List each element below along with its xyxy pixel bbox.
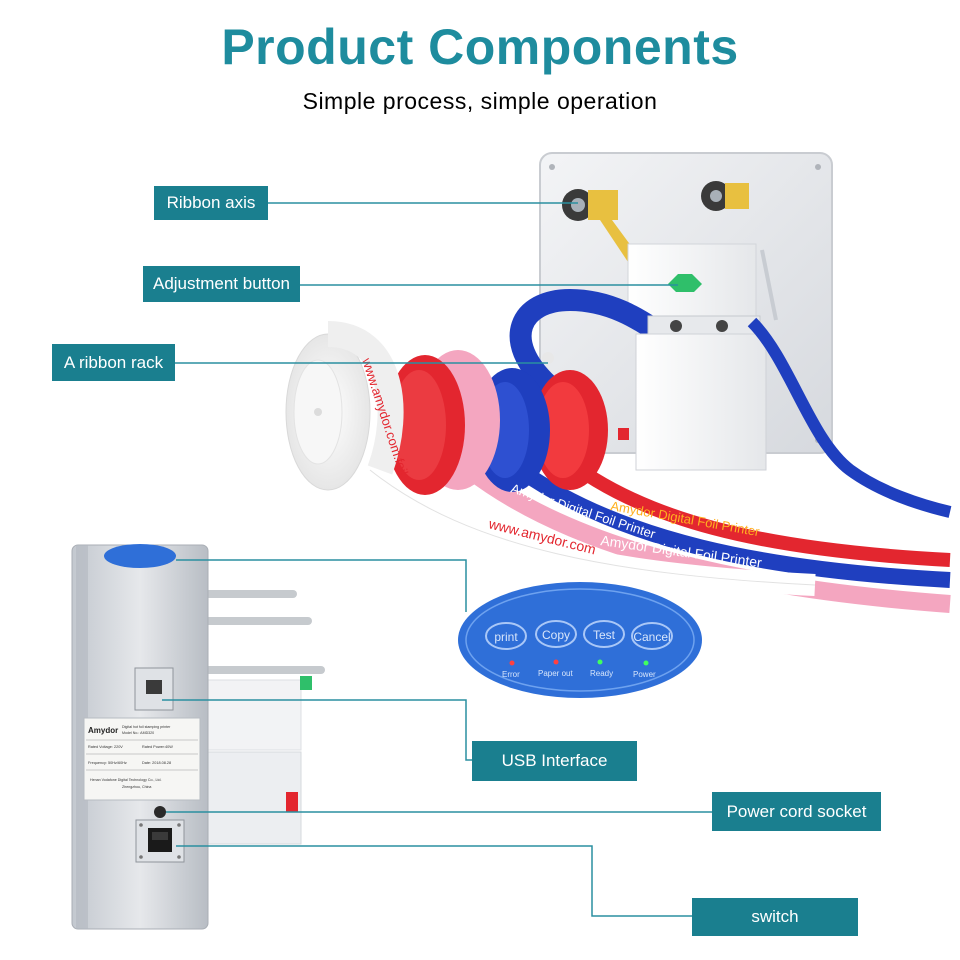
leader-switch bbox=[176, 845, 692, 917]
control-panel: print Copy Test Cancel Error Paper out R… bbox=[458, 582, 702, 698]
page-title: Product Components bbox=[221, 19, 739, 75]
top-control-panel bbox=[104, 544, 176, 568]
printer-front-view bbox=[509, 152, 952, 518]
panel-buttons: print Copy Test Cancel bbox=[485, 620, 673, 650]
svg-text:Date: 2018.08.28: Date: 2018.08.28 bbox=[142, 761, 171, 765]
page-subtitle: Simple process, simple operation bbox=[302, 88, 658, 114]
panel-button-cancel: Cancel bbox=[633, 630, 670, 644]
label-usb-interface: USB Interface bbox=[472, 741, 637, 781]
svg-text:Rated Power:40W: Rated Power:40W bbox=[142, 745, 173, 749]
svg-text:Henan Vodafone Digital Technol: Henan Vodafone Digital Technology Co., L… bbox=[90, 778, 161, 782]
power-socket bbox=[154, 806, 166, 818]
svg-text:Frequency: 50Hz/60Hz: Frequency: 50Hz/60Hz bbox=[88, 761, 127, 765]
label-adjustment-button: Adjustment button bbox=[143, 266, 300, 302]
adjustment-knob bbox=[668, 274, 702, 292]
svg-text:Model No.: AMD320: Model No.: AMD320 bbox=[122, 731, 154, 735]
svg-text:Zhengzhou, China: Zhengzhou, China bbox=[122, 785, 151, 789]
svg-text:Digital hot foil stamping prin: Digital hot foil stamping printer bbox=[122, 725, 171, 729]
indicator-paper-out: Paper out bbox=[538, 669, 573, 678]
printer-side-view: Amydor Digital hot foil stamping printer… bbox=[71, 544, 325, 930]
panel-button-copy: Copy bbox=[542, 628, 570, 642]
indicator-ready: Ready bbox=[590, 669, 613, 678]
label-power-cord-socket: Power cord socket bbox=[712, 792, 881, 831]
leader-lines bbox=[162, 202, 712, 917]
nameplate: Amydor Digital hot foil stamping printer… bbox=[83, 717, 201, 801]
panel-button-test: Test bbox=[593, 628, 616, 642]
ribbon-axis-right bbox=[701, 181, 749, 211]
leader-usb bbox=[162, 699, 472, 761]
panel-button-print: print bbox=[494, 630, 518, 644]
usb-port bbox=[146, 680, 162, 694]
svg-text:Rated Voltage: 220V: Rated Voltage: 220V bbox=[88, 745, 123, 749]
indicator-power: Power bbox=[633, 670, 656, 679]
label-switch: switch bbox=[692, 898, 858, 936]
leader-control-panel bbox=[176, 559, 467, 612]
panel-indicators: Error Paper out Ready Power bbox=[502, 659, 656, 679]
label-ribbon-rack: A ribbon rack bbox=[52, 344, 175, 381]
svg-text:Amydor: Amydor bbox=[88, 726, 118, 735]
indicator-error: Error bbox=[502, 670, 520, 679]
label-ribbon-axis: Ribbon axis bbox=[154, 186, 268, 220]
